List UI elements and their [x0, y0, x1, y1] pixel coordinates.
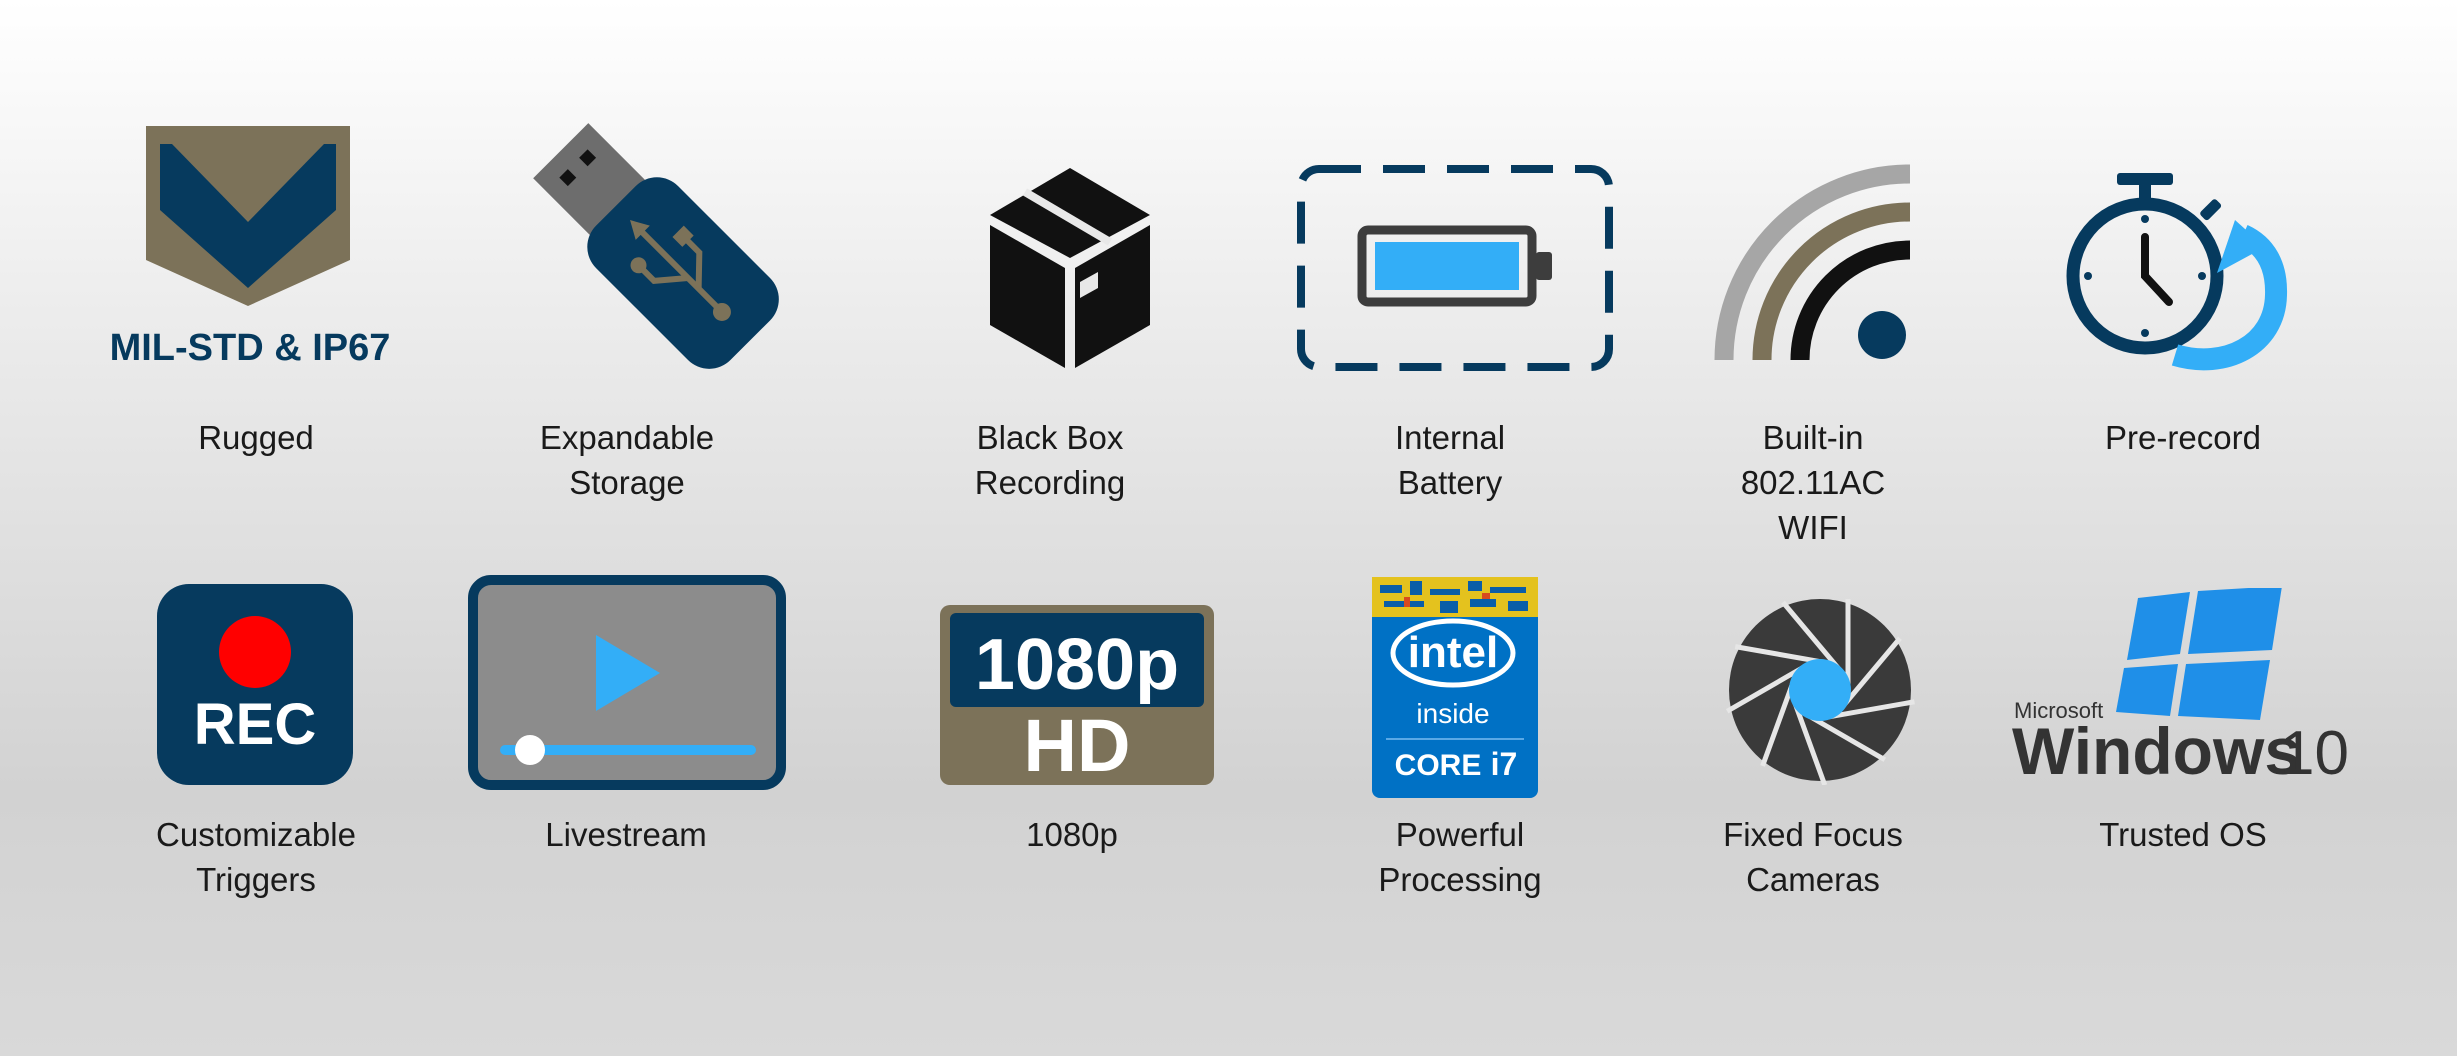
- shield-chevron-icon: MIL-STD & IP67: [110, 126, 391, 369]
- feature-label-customizable-triggers: Customizable Triggers: [156, 816, 356, 898]
- hd-badge-icon: 1080p HD: [940, 605, 1214, 787]
- camera-aperture-icon: [1725, 599, 1915, 785]
- feature-label-internal-battery: Internal Battery: [1394, 419, 1506, 501]
- windows-text: Windows: [2012, 714, 2301, 788]
- wifi-icon: [1714, 164, 1911, 361]
- feature-label-black-box-recording: Black Box Recording: [974, 419, 1126, 501]
- rec-text: REC: [194, 692, 316, 757]
- feature-label-livestream: Livestream: [545, 816, 707, 853]
- hd-badge-hd-text: HD: [1024, 704, 1131, 787]
- feature-label-1080p: 1080p: [1026, 816, 1118, 853]
- battery-icon: [1297, 165, 1613, 371]
- intel-core-i7-icon: intel inside CORE i7: [1372, 577, 1538, 798]
- hd-badge-resolution-text: 1080p: [975, 625, 1179, 705]
- microsoft-text: Microsoft: [2014, 698, 2103, 723]
- feature-label-pre-record: Pre-record: [2105, 419, 2261, 456]
- windows-10-logo: Microsoft Windows 10: [2012, 588, 2349, 788]
- usb-drive-icon: [533, 123, 779, 369]
- video-player-icon: [468, 575, 786, 790]
- black-box-icon: [990, 168, 1150, 368]
- feature-label-powerful-processing: Powerful Processing: [1378, 816, 1542, 898]
- rugged-badge-text: MIL-STD & IP67: [110, 327, 391, 369]
- intel-inside-text: inside: [1416, 698, 1489, 729]
- intel-brand-text: intel: [1408, 628, 1498, 677]
- feature-label-wifi: Built-in 802.11AC WIFI: [1740, 419, 1886, 546]
- intel-model-text: i7: [1491, 746, 1518, 782]
- stopwatch-rewind-icon: [2066, 173, 2288, 371]
- feature-label-expandable-storage: Expandable Storage: [539, 419, 715, 501]
- feature-label-rugged: Rugged: [198, 419, 314, 456]
- record-button-icon: REC: [157, 584, 353, 785]
- feature-label-fixed-focus-cameras: Fixed Focus Cameras: [1723, 816, 1903, 898]
- intel-core-text: CORE: [1395, 749, 1482, 782]
- feature-label-trusted-os: Trusted OS: [2099, 816, 2267, 853]
- windows-version-text: 10: [2280, 719, 2349, 788]
